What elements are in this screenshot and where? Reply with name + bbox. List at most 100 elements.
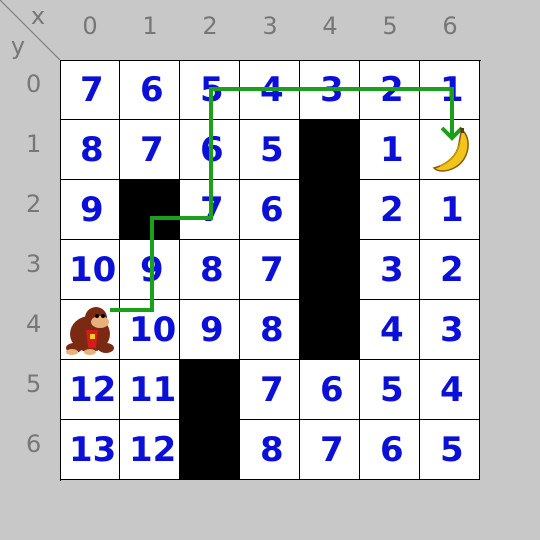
distance-value: 8 [200,250,224,290]
grid-cell: 5 [180,60,240,120]
grid-cell: 10 [60,240,120,300]
distance-value: 6 [380,430,404,470]
grid-cell: 4 [420,360,480,420]
row-header-4: 4 [26,310,42,338]
distance-value: 10 [69,250,117,290]
distance-value: 4 [440,370,464,410]
distance-value: 12 [69,370,117,410]
wall-cell [180,360,240,420]
grid-cell: 12 [120,420,180,480]
grid-cell [60,300,120,360]
grid-cell: 4 [240,60,300,120]
grid-cell: 12 [60,360,120,420]
distance-value: 6 [140,70,164,110]
row-header-0: 0 [26,70,42,98]
distance-value: 5 [200,70,224,110]
grid-cell: 13 [60,420,120,480]
distance-value: 8 [80,130,104,170]
distance-value: 13 [69,430,117,470]
grid-cell: 2 [360,180,420,240]
grid-cell: 7 [240,240,300,300]
grid-cell: 5 [240,120,300,180]
distance-value: 4 [380,310,404,350]
wall-cell [300,300,360,360]
distance-value: 7 [260,250,284,290]
grid-cell: 1 [360,120,420,180]
wall-cell [180,420,240,480]
distance-value: 5 [380,370,404,410]
row-header-6: 6 [26,430,42,458]
grid-cell: 9 [180,300,240,360]
row-header-1: 1 [26,130,42,158]
distance-value: 7 [140,130,164,170]
grid-cell: 7 [60,60,120,120]
column-header-2: 2 [202,12,218,40]
grid-cell: 8 [180,240,240,300]
distance-value: 3 [320,70,344,110]
distance-value: 7 [320,430,344,470]
distance-value: 2 [380,190,404,230]
grid-cell: 6 [300,360,360,420]
distance-value: 6 [320,370,344,410]
grid-cell: 2 [420,240,480,300]
distance-value: 9 [200,310,224,350]
column-header-3: 3 [262,12,278,40]
grid-cell: 9 [120,240,180,300]
grid-cell: 6 [180,120,240,180]
distance-value: 10 [129,310,177,350]
grid-cell: 3 [300,60,360,120]
column-header-4: 4 [322,12,338,40]
grid-cell: 2 [360,60,420,120]
distance-value: 6 [260,190,284,230]
distance-value: 12 [129,430,177,470]
distance-value: 3 [380,250,404,290]
grid-cell: 8 [60,120,120,180]
distance-value: 2 [440,250,464,290]
distance-value: 9 [140,250,164,290]
y-axis-label: y [10,32,26,60]
distance-value: 7 [200,190,224,230]
grid-cell: 5 [360,360,420,420]
wall-cell [300,240,360,300]
column-header-0: 0 [82,12,98,40]
wall-cell [300,180,360,240]
grid-cell: 8 [240,420,300,480]
distance-value: 5 [440,430,464,470]
grid-cell: 6 [240,180,300,240]
distance-value: 8 [260,430,284,470]
grid-cell: 7 [300,420,360,480]
distance-value: 1 [380,130,404,170]
corner-divider [0,0,60,60]
column-header-1: 1 [142,12,158,40]
distance-value: 9 [80,190,104,230]
grid-cell [420,120,480,180]
distance-value: 5 [260,130,284,170]
x-axis-label: x [30,2,46,30]
wall-cell [300,120,360,180]
distance-value: 3 [440,310,464,350]
distance-value: 6 [200,130,224,170]
grid-cell: 6 [120,60,180,120]
grid-cell: 6 [360,420,420,480]
distance-value: 7 [80,70,104,110]
distance-value: 11 [129,370,177,410]
grid-cell: 7 [180,180,240,240]
distance-value: 4 [260,70,284,110]
row-header-5: 5 [26,370,42,398]
distance-value: 7 [260,370,284,410]
grid-cell: 4 [360,300,420,360]
column-header-5: 5 [382,12,398,40]
distance-value: 8 [260,310,284,350]
grid-cell: 7 [120,120,180,180]
row-header-2: 2 [26,190,42,218]
distance-value: 2 [380,70,404,110]
wall-cell [120,180,180,240]
grid-cell: 3 [420,300,480,360]
distance-value: 1 [440,190,464,230]
grid-cell: 1 [420,180,480,240]
row-header-3: 3 [26,250,42,278]
grid-cell: 9 [60,180,120,240]
grid-cell: 10 [120,300,180,360]
column-header-6: 6 [442,12,458,40]
